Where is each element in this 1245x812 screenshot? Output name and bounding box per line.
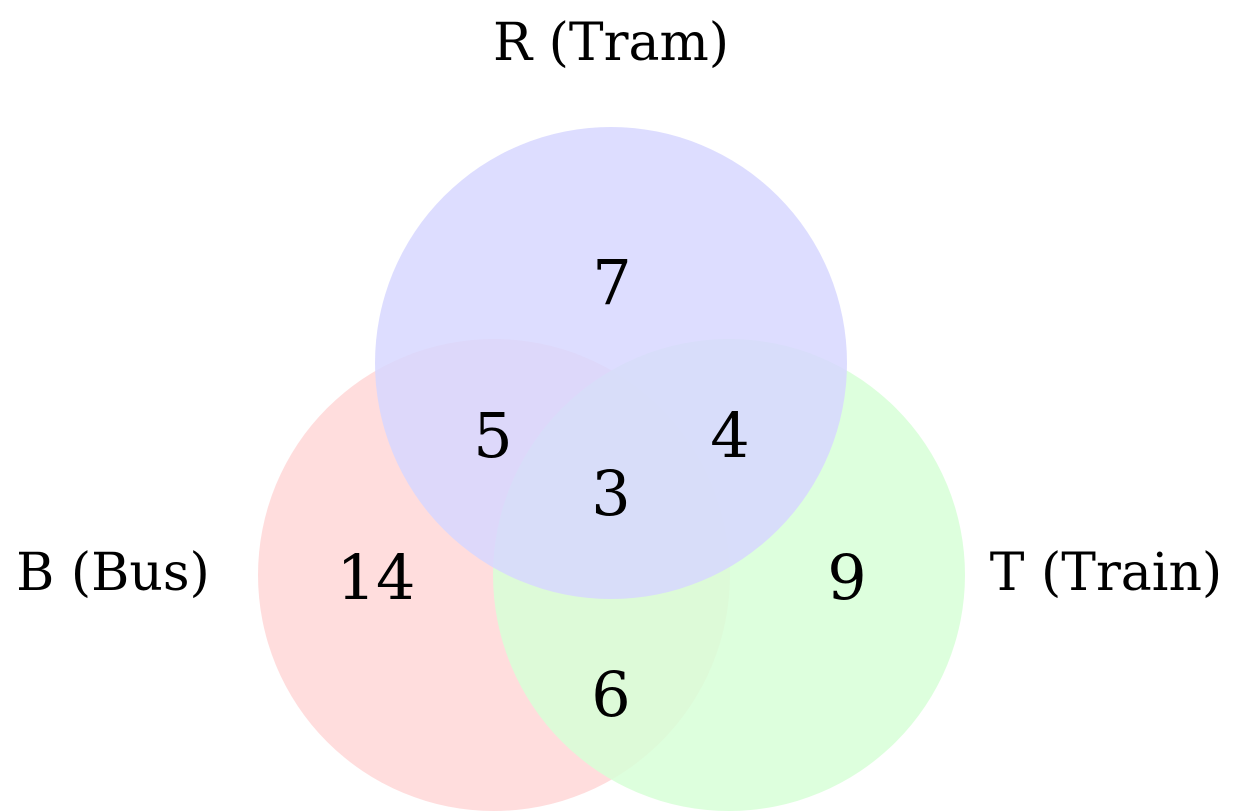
set-label-bus: B (Bus) (16, 543, 210, 603)
circles (258, 127, 965, 811)
region-tram-only: 7 (592, 246, 631, 319)
region-train-only: 9 (827, 541, 866, 614)
region-tram-train: 4 (710, 399, 749, 472)
region-bus-tram: 5 (473, 399, 512, 472)
circle-tram (375, 127, 847, 599)
set-label-train: T (Train) (990, 543, 1222, 603)
region-bus-only: 14 (337, 541, 416, 614)
region-bus-train: 6 (591, 658, 630, 731)
region-all-three: 3 (591, 457, 630, 530)
set-label-tram: R (Tram) (493, 13, 729, 73)
